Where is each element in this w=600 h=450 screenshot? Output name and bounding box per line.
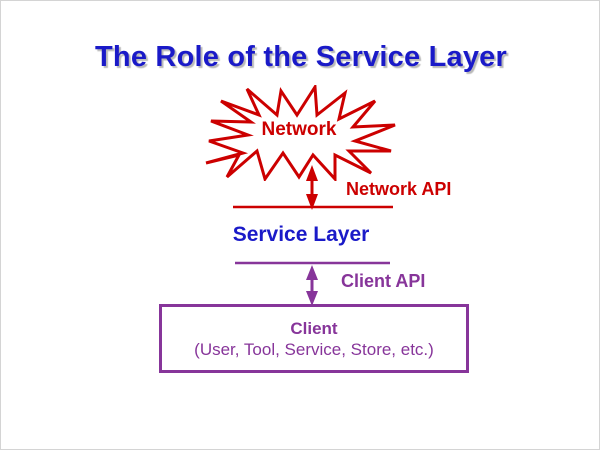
client-node-label: Client bbox=[290, 318, 338, 338]
service-layer-node-label: Service Layer bbox=[232, 223, 370, 246]
client-api-arrow bbox=[306, 265, 318, 306]
network-starburst-shape bbox=[199, 85, 399, 181]
network-api-label: Network API bbox=[346, 179, 452, 199]
page-title: The Role of the Service Layer bbox=[95, 41, 507, 73]
client-api-label: Client API bbox=[341, 271, 426, 291]
client-node-sublabel: (User, Tool, Service, Store, etc.) bbox=[194, 340, 434, 360]
network-node-label: Network bbox=[261, 119, 337, 140]
client-node-box: Client (User, Tool, Service, Store, etc.… bbox=[159, 304, 469, 373]
